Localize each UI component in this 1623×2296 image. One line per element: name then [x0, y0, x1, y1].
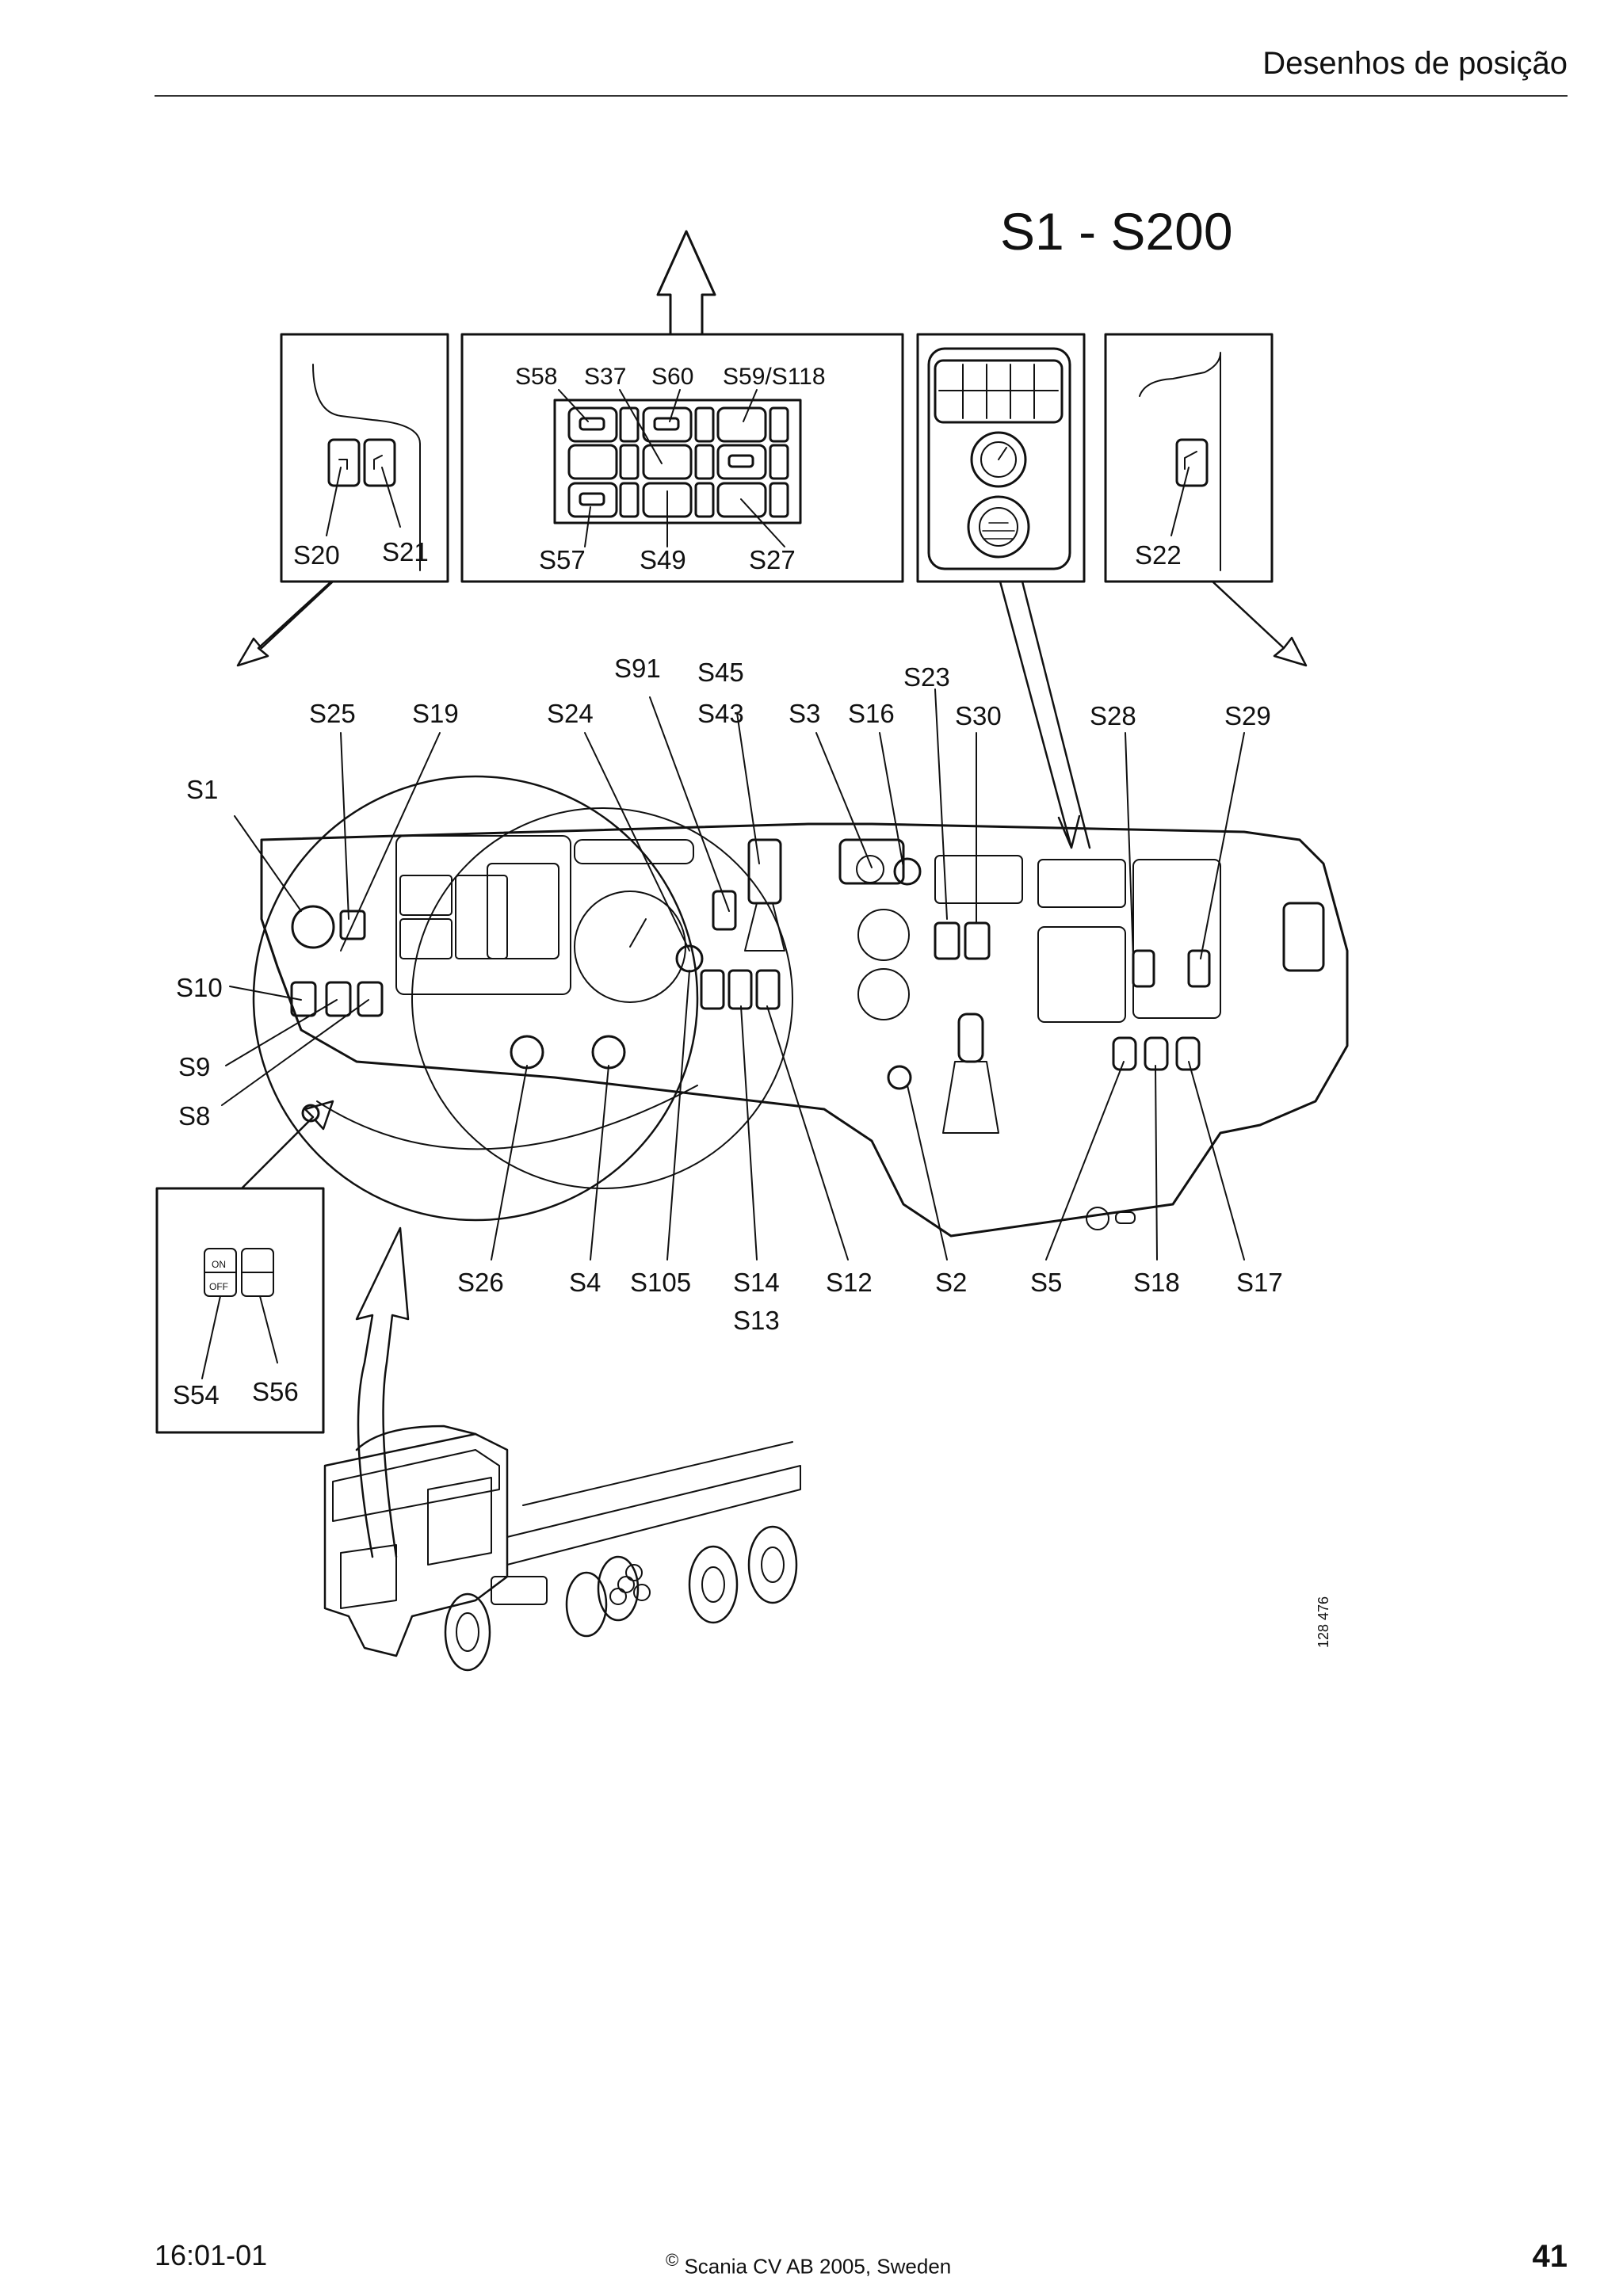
label-S10: S10: [176, 973, 223, 1002]
label-switch-off: OFF: [209, 1281, 228, 1292]
label-S27: S27: [749, 545, 796, 574]
label-S43: S43: [697, 699, 744, 728]
label-S45: S45: [697, 658, 744, 687]
inset-box-s20-s21: [280, 333, 449, 583]
truck-drawing: [323, 1425, 801, 1672]
label-S20: S20: [293, 540, 340, 570]
arrow-to-dash-left: [240, 1100, 334, 1190]
header-rule: [155, 95, 1568, 97]
dashboard-outline: [260, 822, 1349, 1238]
label-S49: S49: [640, 545, 686, 574]
label-S28: S28: [1090, 701, 1136, 730]
label-S17: S17: [1236, 1268, 1283, 1297]
label-S29: S29: [1224, 701, 1271, 730]
page-number: 41: [1532, 2239, 1568, 2274]
figure-title: S1 - S200: [1000, 202, 1233, 261]
label-S59-S118: S59/S118: [723, 364, 826, 390]
arrow-right: [1211, 580, 1308, 667]
drawing-number: 128 476: [1316, 1596, 1331, 1648]
label-S105: S105: [630, 1268, 691, 1297]
inset-box-s54-s56: [155, 1187, 325, 1434]
label-S30: S30: [955, 701, 1002, 730]
label-S25: S25: [309, 699, 356, 728]
label-S3: S3: [789, 699, 820, 728]
label-S54: S54: [173, 1380, 220, 1409]
label-S5: S5: [1030, 1268, 1062, 1297]
label-S9: S9: [178, 1052, 210, 1081]
copyright-text: Scania CV AB 2005, Sweden: [684, 2254, 952, 2279]
label-S1: S1: [186, 775, 218, 804]
label-S2: S2: [935, 1268, 967, 1297]
arrow-to-dash: [999, 580, 1091, 849]
label-S21: S21: [382, 537, 429, 566]
arrow-from-truck: [355, 1226, 410, 1558]
label-S37: S37: [584, 364, 626, 390]
label-S26: S26: [457, 1268, 504, 1297]
label-S23: S23: [903, 662, 950, 692]
label-S18: S18: [1133, 1268, 1180, 1297]
label-S16: S16: [848, 699, 895, 728]
copyright-symbol: ©: [666, 2250, 679, 2270]
inset-box-s22: [1104, 333, 1274, 583]
label-S24: S24: [547, 699, 594, 728]
label-S14: S14: [733, 1268, 780, 1297]
arrow-left: [236, 580, 334, 667]
label-S19: S19: [412, 699, 459, 728]
footer-code: 16:01-01: [155, 2239, 268, 2271]
inset-box-gauge-panel: [916, 333, 1086, 583]
label-S12: S12: [826, 1268, 873, 1297]
label-S13: S13: [733, 1306, 780, 1335]
label-S4: S4: [569, 1268, 601, 1297]
label-S60: S60: [651, 364, 693, 390]
label-S56: S56: [252, 1377, 299, 1406]
footer-copyright: © Scania CV AB 2005, Sweden: [666, 2250, 951, 2279]
label-S91: S91: [614, 654, 661, 683]
label-S57: S57: [539, 545, 586, 574]
label-S8: S8: [178, 1101, 210, 1131]
page-header-title: Desenhos de posição: [1262, 46, 1568, 81]
up-arrow: [656, 230, 716, 336]
inset-box-center-panel: [460, 333, 904, 583]
label-S22: S22: [1135, 540, 1182, 570]
label-S58: S58: [515, 364, 557, 390]
label-switch-on: ON: [212, 1259, 226, 1270]
